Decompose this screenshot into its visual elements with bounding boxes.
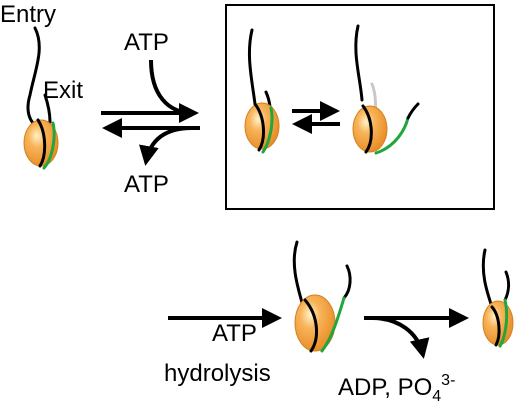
atp-output-label: ATP bbox=[124, 171, 169, 198]
remodeler-equilibrium-arrows bbox=[101, 59, 200, 166]
dna-strand-left bbox=[292, 240, 305, 308]
atp-input-label: ATP bbox=[124, 29, 169, 56]
release-products-curve bbox=[371, 316, 430, 359]
dna-strand-left bbox=[247, 28, 257, 106]
atp-hydrolysis-label-line1: ATP bbox=[212, 320, 257, 347]
nucleosome-boxed-left bbox=[244, 28, 280, 154]
nucleosome-translocated bbox=[292, 240, 352, 353]
dna-strand-left bbox=[481, 248, 494, 309]
dna-wrap-back bbox=[42, 121, 56, 170]
dna-wrap-front bbox=[361, 104, 373, 154]
nucleosome-initial bbox=[23, 26, 59, 170]
exiting-green-dna bbox=[320, 296, 346, 353]
dna-strand-left bbox=[354, 24, 364, 102]
dna-wrap-front bbox=[36, 118, 47, 168]
entry-dna-strand bbox=[26, 26, 41, 130]
intermediate-state-box bbox=[225, 4, 495, 210]
dna-wrap-front bbox=[253, 102, 265, 152]
exit-dna-strand bbox=[43, 93, 52, 124]
atp-release-curve bbox=[139, 126, 193, 166]
adp-release-arrow bbox=[364, 308, 469, 359]
small-equilibrium-arrows bbox=[292, 101, 340, 134]
dna-strand-right bbox=[342, 264, 352, 300]
exit-label: Exit bbox=[43, 77, 83, 104]
adp-phosphate-label: ADP, PO43- bbox=[338, 372, 455, 405]
entry-label: Entry bbox=[0, 1, 56, 28]
exit-dna-tail bbox=[406, 102, 420, 120]
dna-strand-right bbox=[503, 270, 510, 302]
nucleosome-boxed-right bbox=[352, 24, 420, 155]
dna-wrap-front bbox=[303, 298, 318, 353]
dna-wrap-back bbox=[261, 106, 274, 154]
dna-wrap-front bbox=[490, 305, 501, 347]
unwrapped-dna-strand bbox=[374, 116, 410, 155]
atp-binding-curve bbox=[149, 59, 194, 115]
atp-hydrolysis-label-line2: hydrolysis bbox=[164, 360, 271, 387]
dna-wrap-green bbox=[498, 298, 509, 348]
nucleosome-final bbox=[481, 248, 514, 348]
